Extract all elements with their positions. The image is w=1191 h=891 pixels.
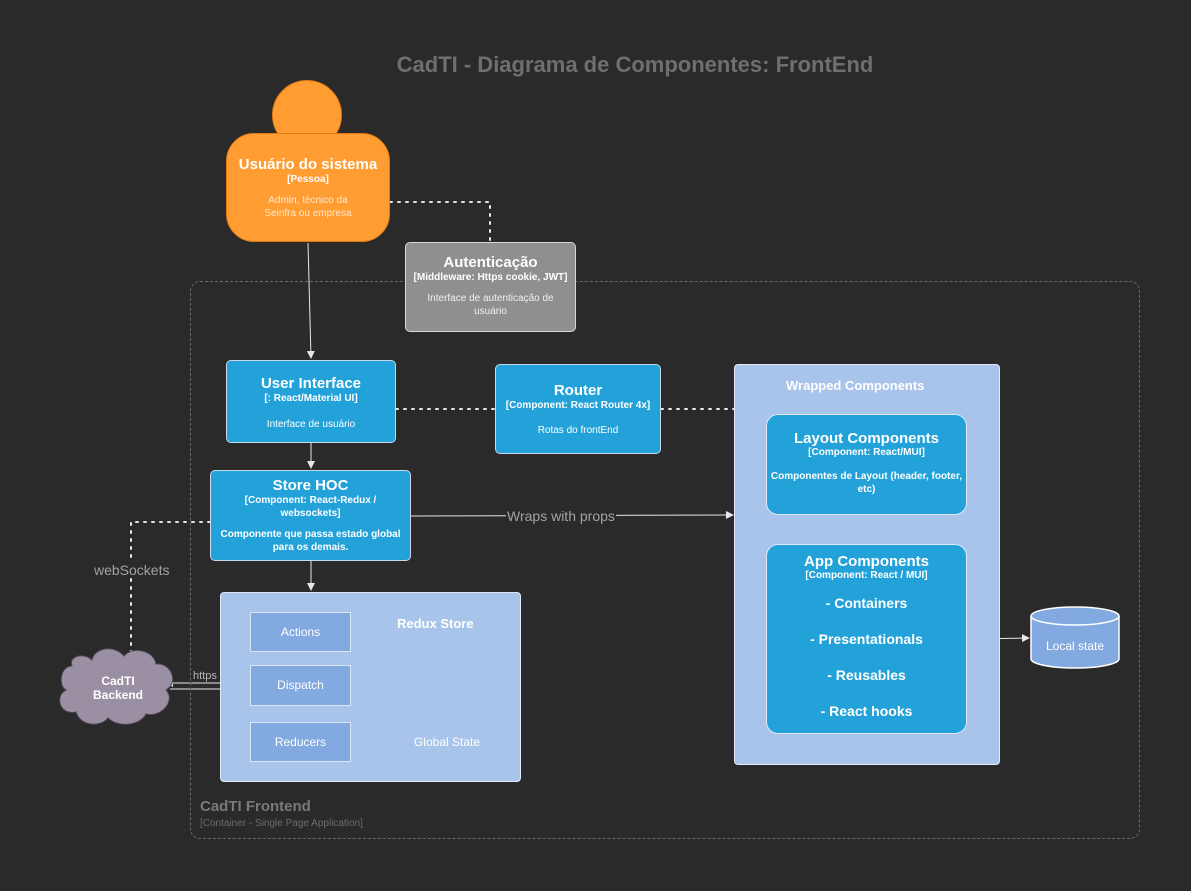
app-item-presentationals: - Presentationals <box>810 631 923 647</box>
app-item-reusables: - Reusables <box>827 667 906 683</box>
router-node: Router [Component: React Router 4x] Rota… <box>495 364 661 454</box>
person-type: [Pessoa] <box>287 174 329 185</box>
ui-desc: Interface de usuário <box>266 419 356 430</box>
layout-components-desc-line2: etc) <box>857 484 876 495</box>
reducers-box: Reducers <box>250 722 351 762</box>
router-desc: Rotas do frontEnd <box>537 425 619 436</box>
person-desc-line1: Admin, técnico da <box>268 195 348 206</box>
backend-cloud-shape <box>59 648 174 725</box>
user-interface-node: User Interface [: React/Material UI] Int… <box>226 360 396 443</box>
websockets-connector <box>130 521 211 656</box>
store-hoc-desc-line2: para os demais. <box>272 542 349 553</box>
layout-components-desc-line1: Componentes de Layout (header, footer, <box>770 471 963 482</box>
person-ui-arrow <box>306 242 315 359</box>
container-tech: [Container - Single Page Application] <box>200 818 363 829</box>
router-name: Router <box>553 382 603 399</box>
person-auth-connector <box>389 201 491 243</box>
local-state-label: Local state <box>1045 639 1105 653</box>
ui-tech: [: React/Material UI] <box>264 393 358 404</box>
app-components-tech: [Component: React / MUI] <box>805 570 928 581</box>
store-hoc-name: Store HOC <box>272 477 349 494</box>
redux-store-title: Redux Store <box>397 616 474 631</box>
global-state-label: Global State <box>413 735 481 749</box>
backend-label: CadTI Backend <box>78 674 158 702</box>
layout-components-name: Layout Components <box>794 430 939 447</box>
person-name: Usuário do sistema <box>238 156 378 173</box>
auth-tech: [Middleware: Https cookie, JWT] <box>413 272 568 283</box>
auth-desc-line1: Interface de autenticação de <box>427 293 554 304</box>
local-state-cylinder <box>1030 606 1120 669</box>
https-label: https <box>193 670 217 682</box>
websockets-label: webSockets <box>93 562 171 578</box>
auth-name: Autenticação <box>443 254 538 271</box>
router-tech: [Component: React Router 4x] <box>505 400 651 411</box>
app-components-node: App Components [Component: React / MUI] … <box>766 544 967 734</box>
layout-components-tech: [Component: React/MUI] <box>808 447 925 458</box>
wraps-with-props-label: Wraps with props <box>506 508 616 524</box>
frontend-container-boundary <box>190 281 1140 839</box>
app-components-name: App Components <box>804 553 929 570</box>
person-node: Usuário do sistema [Pessoa] Admin, técni… <box>226 133 390 242</box>
person-desc-line2: Seinfra ou empresa <box>264 208 352 219</box>
dispatch-box: Dispatch <box>250 665 351 706</box>
auth-node: Autenticação [Middleware: Https cookie, … <box>405 242 576 332</box>
backend-label-line2: Backend <box>92 688 144 702</box>
store-hoc-desc-line1: Componente que passa estado global <box>220 529 401 540</box>
container-name: CadTI Frontend <box>200 798 311 815</box>
wrapped-components-title: Wrapped Components <box>786 378 925 393</box>
ui-name: User Interface <box>260 375 362 392</box>
store-hoc-node: Store HOC [Component: React-Redux / webs… <box>210 470 411 561</box>
diagram-title: CadTI - Diagrama de Componentes: FrontEn… <box>396 52 874 77</box>
app-item-containers: - Containers <box>825 595 908 611</box>
store-hoc-tech-line2: websockets] <box>280 508 341 519</box>
store-hoc-tech-line1: [Component: React-Redux / <box>244 495 377 506</box>
actions-box: Actions <box>250 612 351 652</box>
auth-desc-line2: usuário <box>474 306 507 317</box>
backend-label-line1: CadTI <box>101 674 135 688</box>
layout-components-node: Layout Components [Component: React/MUI]… <box>766 414 967 515</box>
app-item-react-hooks: - React hooks <box>820 703 913 719</box>
